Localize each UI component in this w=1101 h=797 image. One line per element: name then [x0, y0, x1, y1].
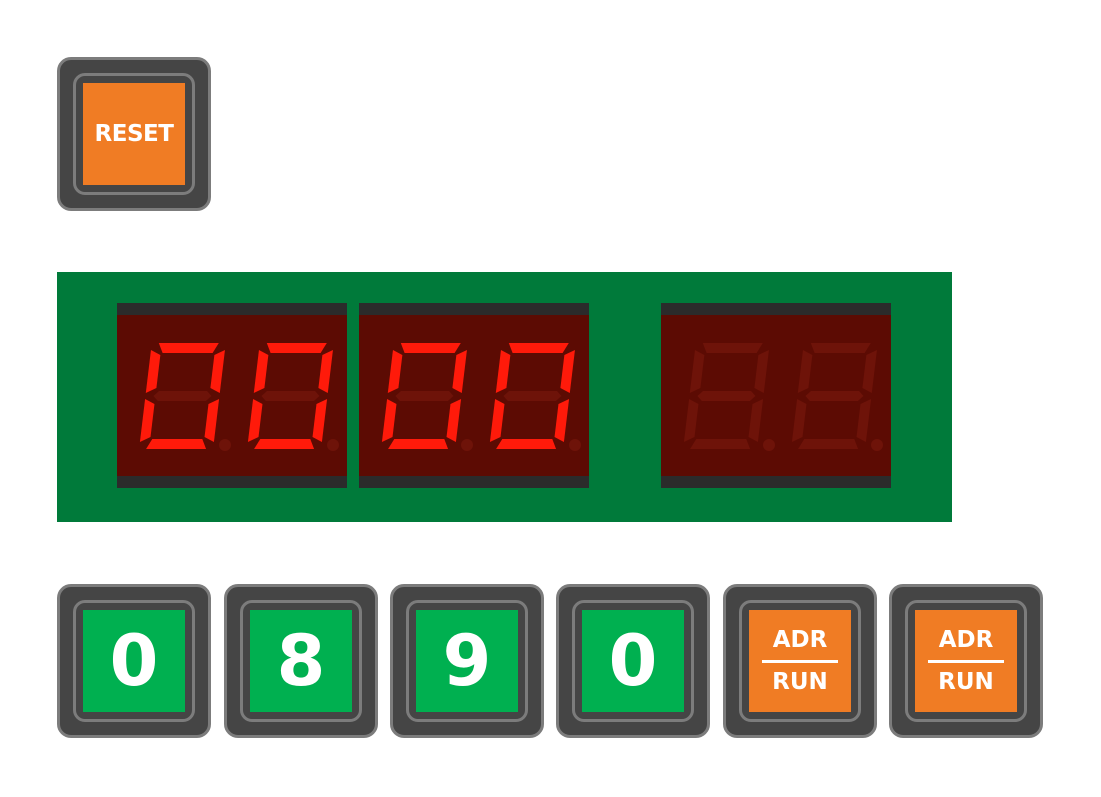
fraction-divider	[928, 659, 1004, 663]
decimal-point	[461, 439, 473, 451]
display-module-data	[661, 303, 891, 488]
segment-c	[312, 399, 328, 442]
key-cap: 0	[582, 610, 684, 712]
key-label: 9	[442, 620, 492, 702]
reset-button[interactable]: RESET	[57, 57, 211, 211]
reset-button-rim	[73, 73, 195, 195]
segment-b	[862, 350, 877, 393]
segment-a	[702, 343, 763, 353]
seven-segment-digit	[683, 343, 769, 449]
key-label: 0	[608, 620, 658, 702]
decimal-point	[219, 439, 231, 451]
segment-g	[261, 391, 320, 401]
display-module-address-high	[117, 303, 347, 488]
segment-c	[856, 399, 872, 442]
segment-a	[400, 343, 461, 353]
key-rim	[739, 600, 861, 722]
key-rim	[572, 600, 694, 722]
key-rim	[240, 600, 362, 722]
segment-d	[388, 439, 449, 449]
adr-run-button-2[interactable]: ADR RUN	[889, 584, 1043, 738]
digit-pair-2	[381, 343, 581, 451]
key-cap: ADR RUN	[915, 610, 1017, 712]
segment-g	[805, 391, 864, 401]
run-label: RUN	[772, 668, 828, 695]
segment-g	[697, 391, 756, 401]
segment-b	[560, 350, 575, 393]
fraction-divider	[762, 659, 838, 663]
key-rim	[406, 600, 528, 722]
key-label: 0	[109, 620, 159, 702]
key-cap: 8	[250, 610, 352, 712]
segment-f	[689, 350, 705, 393]
display-module-address-low	[359, 303, 589, 488]
reset-button-label: RESET	[94, 121, 174, 147]
key-0[interactable]: 0	[57, 584, 211, 738]
segment-d	[496, 439, 557, 449]
segment-a	[266, 343, 327, 353]
decimal-point	[763, 439, 775, 451]
adr-label: ADR	[938, 626, 994, 653]
seven-segment-display	[57, 272, 952, 522]
segment-e	[247, 399, 263, 442]
seven-segment-digit	[791, 343, 877, 449]
key-0-second[interactable]: 0	[556, 584, 710, 738]
key-8[interactable]: 8	[224, 584, 378, 738]
segment-a	[158, 343, 219, 353]
segment-c	[204, 399, 220, 442]
reset-button-cap: RESET	[83, 83, 185, 185]
segment-d	[146, 439, 207, 449]
segment-f	[387, 350, 403, 393]
segment-e	[139, 399, 155, 442]
segment-g	[503, 391, 562, 401]
segment-d	[690, 439, 751, 449]
segment-g	[395, 391, 454, 401]
segment-f	[253, 350, 269, 393]
decimal-point	[569, 439, 581, 451]
key-rim	[905, 600, 1027, 722]
decimal-point	[327, 439, 339, 451]
segment-d	[254, 439, 315, 449]
seven-segment-digit	[139, 343, 225, 449]
segment-c	[446, 399, 462, 442]
segment-b	[754, 350, 769, 393]
seven-segment-digit	[247, 343, 333, 449]
segment-a	[508, 343, 569, 353]
segment-f	[145, 350, 161, 393]
segment-e	[489, 399, 505, 442]
digit-pair-3	[683, 343, 883, 451]
segment-b	[210, 350, 225, 393]
segment-e	[683, 399, 699, 442]
key-cap: 9	[416, 610, 518, 712]
segment-d	[798, 439, 859, 449]
adr-run-button[interactable]: ADR RUN	[723, 584, 877, 738]
key-rim	[73, 600, 195, 722]
key-9[interactable]: 9	[390, 584, 544, 738]
segment-f	[495, 350, 511, 393]
key-label: 8	[276, 620, 326, 702]
run-label: RUN	[938, 668, 994, 695]
key-cap: 0	[83, 610, 185, 712]
segment-f	[797, 350, 813, 393]
adr-label: ADR	[772, 626, 828, 653]
seven-segment-digit	[489, 343, 575, 449]
segment-c	[748, 399, 764, 442]
segment-e	[791, 399, 807, 442]
key-cap: ADR RUN	[749, 610, 851, 712]
digit-pair-1	[139, 343, 339, 451]
seven-segment-digit	[381, 343, 467, 449]
segment-b	[318, 350, 333, 393]
segment-b	[452, 350, 467, 393]
segment-e	[381, 399, 397, 442]
segment-g	[153, 391, 212, 401]
segment-a	[810, 343, 871, 353]
decimal-point	[871, 439, 883, 451]
segment-c	[554, 399, 570, 442]
